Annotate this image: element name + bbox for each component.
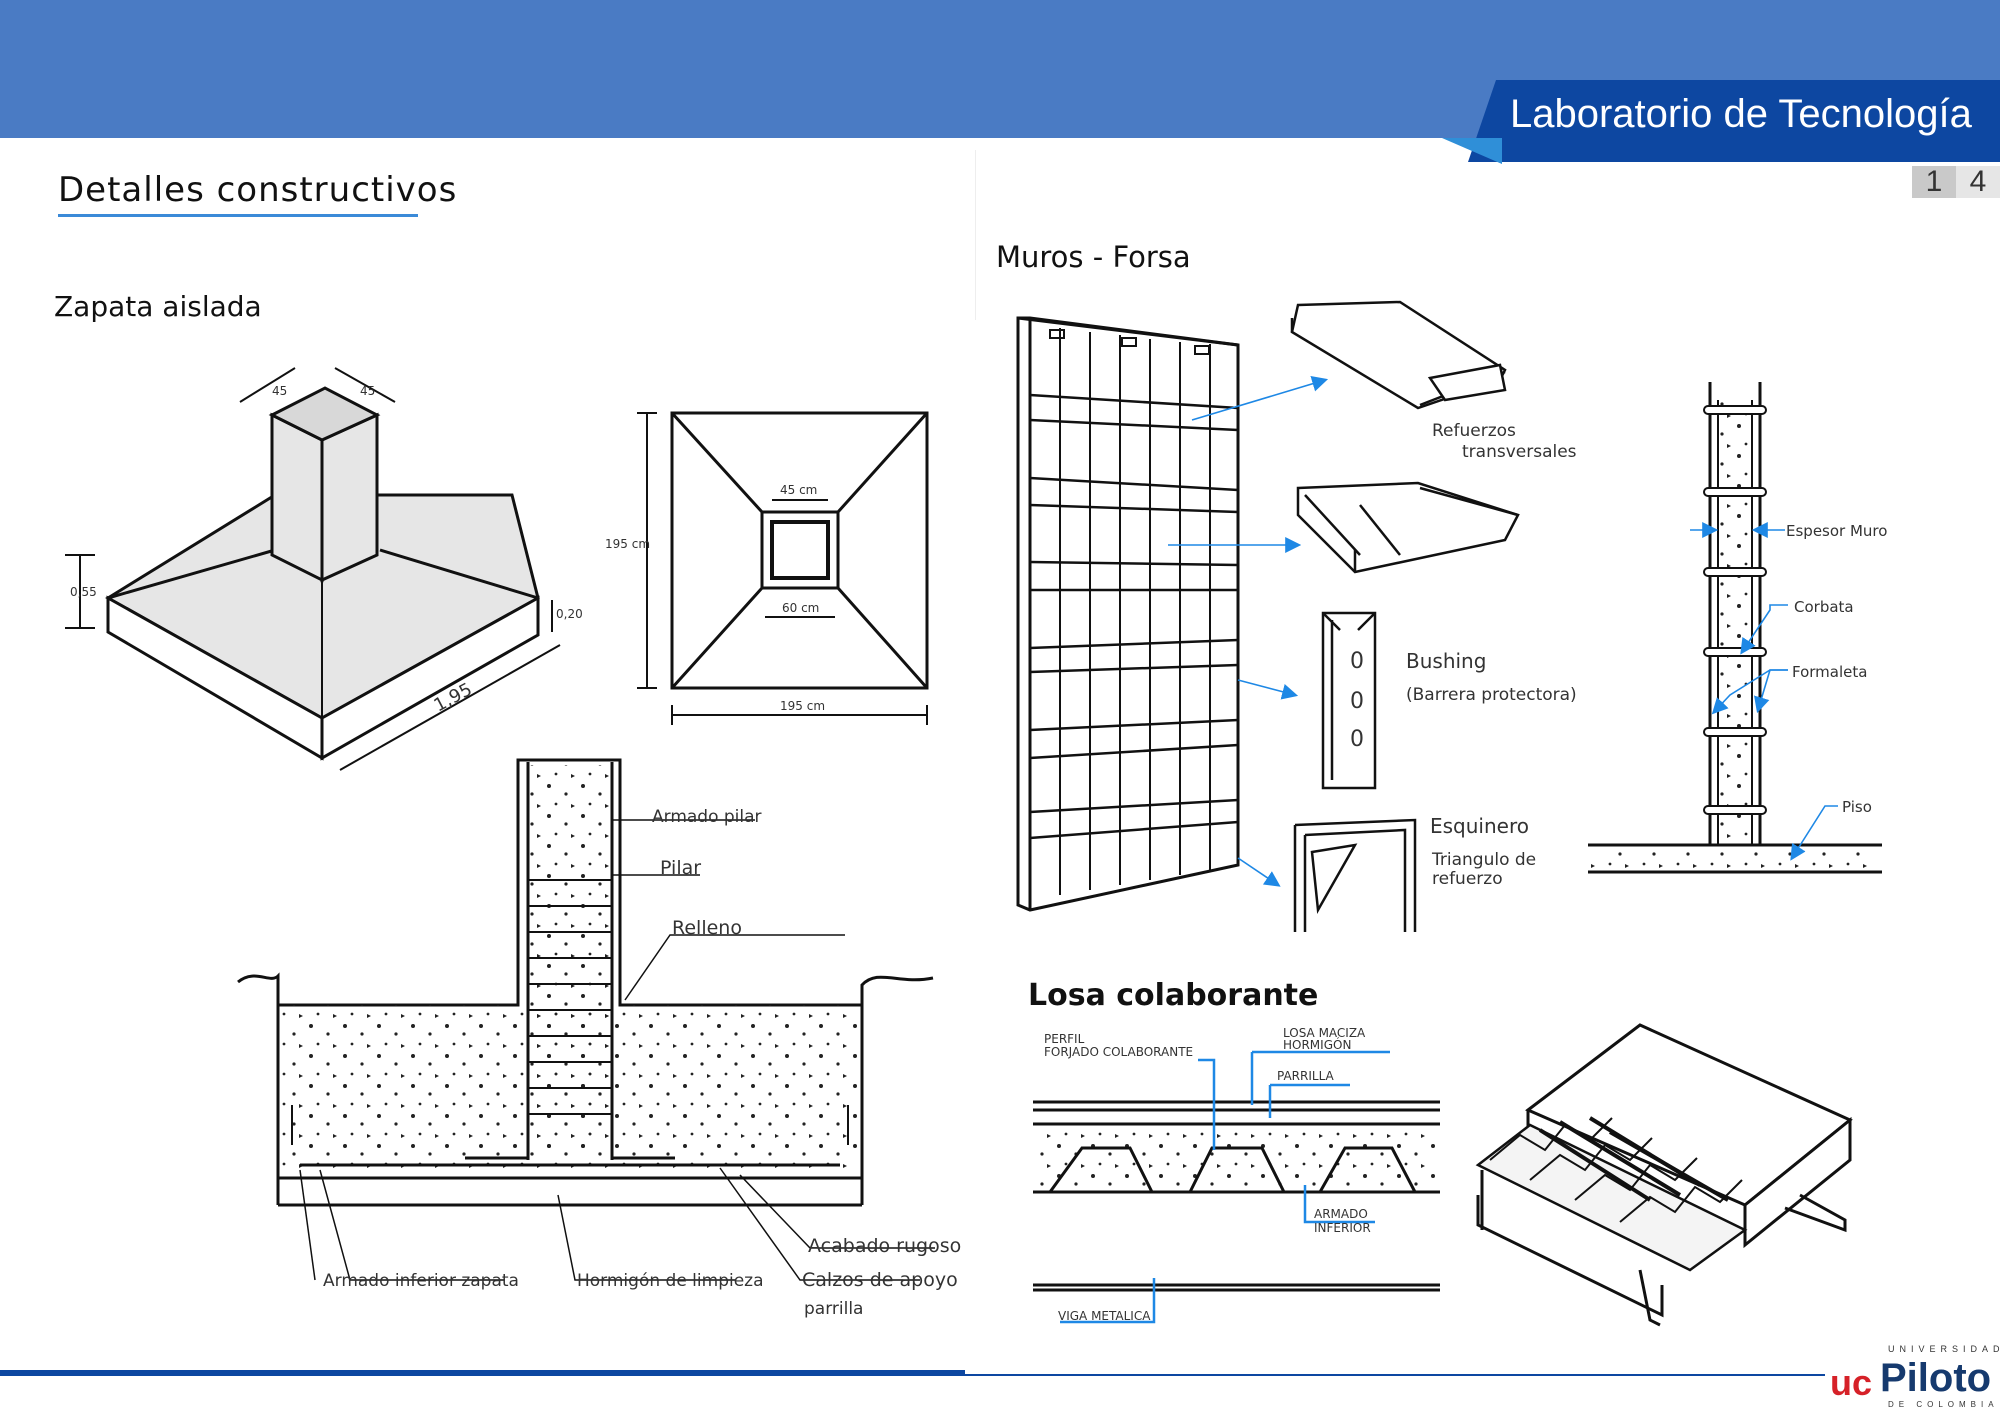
label-esquinero: Esquinero [1430,814,1529,838]
footer-line [0,1370,965,1376]
label-perfil: PERFIL [1044,1032,1085,1046]
svg-text:0: 0 [1350,689,1364,714]
label-corbata: Corbata [1794,598,1854,616]
losa-leaders [1060,1050,1390,1324]
dim-label: 195 cm [605,537,650,551]
label-piso: Piso [1842,798,1872,816]
label-hormigon: Hormigón de limpieza [577,1271,764,1291]
zapata-section-labels: Armado pilar Pilar Relleno Acabado rugos… [323,807,961,1319]
label-bushing: Bushing [1406,649,1486,673]
label-perfil: FORJADO COLABORANTE [1044,1045,1193,1059]
forsa-panel [1016,316,1240,912]
svg-text:0: 0 [1350,727,1364,752]
lab-title: Laboratorio de Tecnología [1510,92,1972,136]
label-viga: VIGA METALICA [1058,1309,1151,1323]
forsa-leaders [1168,376,1329,887]
label-bushing: (Barrera protectora) [1406,685,1577,705]
dim-label: 60 cm [782,601,819,615]
label-armado-pilar: Armado pilar [652,807,762,827]
lab-tag [1468,80,2000,162]
label-acabado: Acabado rugoso [808,1235,961,1257]
dim-label: 0,20 [556,607,583,621]
label-armado-inferior: Armado inferior zapata [323,1271,519,1291]
label-calzos-parrilla: parrilla [804,1299,863,1319]
dim-label: 45 cm [780,483,817,497]
label-losa-maciza: LOSA MACIZA [1283,1026,1366,1040]
label-losa-maciza: HORMIGÓN [1283,1037,1351,1052]
wall-section [1588,382,1882,874]
zapata-section [237,758,935,1281]
muros-title: Muros - Forsa [996,240,1191,274]
label-formaleta: Formaleta [1792,663,1867,681]
losa-title: Losa colaborante [1028,978,1319,1013]
label-pilar: Pilar [660,857,701,879]
title-underline [58,214,418,217]
zapata-plan-dims: 45 cm 60 cm 195 cm 195 cm [605,483,825,713]
university-logo: UNIVERSIDAD uc Piloto DE COLOMBIA [1826,1344,2000,1409]
label-refuerzos: transversales [1462,442,1577,462]
label-esquinero: Triangulo de [1431,850,1536,870]
footer-line [965,1374,1825,1376]
wall-labels: Espesor Muro Corbata Formaleta Piso [1786,522,1887,816]
label-parrilla: PARRILLA [1277,1069,1335,1083]
zapata-plan [637,411,929,725]
losa-isometric [1475,1023,1853,1327]
zapata-title: Zapata aislada [54,290,262,323]
losa-section [1033,1100,1440,1292]
svg-text:0: 0 [1350,649,1364,674]
page-divider [975,150,976,320]
dim-label: 0,55 [70,585,97,599]
logo-name: Piloto [1880,1356,1992,1400]
label-refuerzos: Refuerzos [1432,421,1516,441]
bushing-holes: 0 0 0 [1350,649,1364,752]
losa-labels: PERFIL FORJADO COLABORANTE LOSA MACIZA H… [1044,1026,1371,1323]
logo-bottom-text: DE COLOMBIA [1888,1400,1999,1409]
forsa-details [1290,300,1520,932]
dim-label: 45 [360,384,375,398]
page-number-digit: 4 [1956,166,2000,198]
label-espesor: Espesor Muro [1786,522,1887,540]
label-armado: ARMADO [1314,1207,1368,1221]
label-armado: INFERIOR [1314,1221,1371,1235]
page-number-digit: 1 [1912,166,1956,198]
logo-uc: uc [1830,1362,1873,1403]
page-title: Detalles constructivos [58,170,458,210]
dim-label: 45 [272,384,287,398]
forsa-labels: Refuerzos transversales Bushing (Barrera… [1406,421,1577,889]
zapata-isometric [65,367,561,771]
dim-label: 195 cm [780,699,825,713]
label-relleno: Relleno [672,917,742,939]
label-calzos: Calzos de apoyo [802,1269,958,1291]
wall-leaders [1690,522,1838,861]
logo-top-text: UNIVERSIDAD [1888,1344,2000,1354]
label-esquinero: refuerzo [1432,869,1503,889]
